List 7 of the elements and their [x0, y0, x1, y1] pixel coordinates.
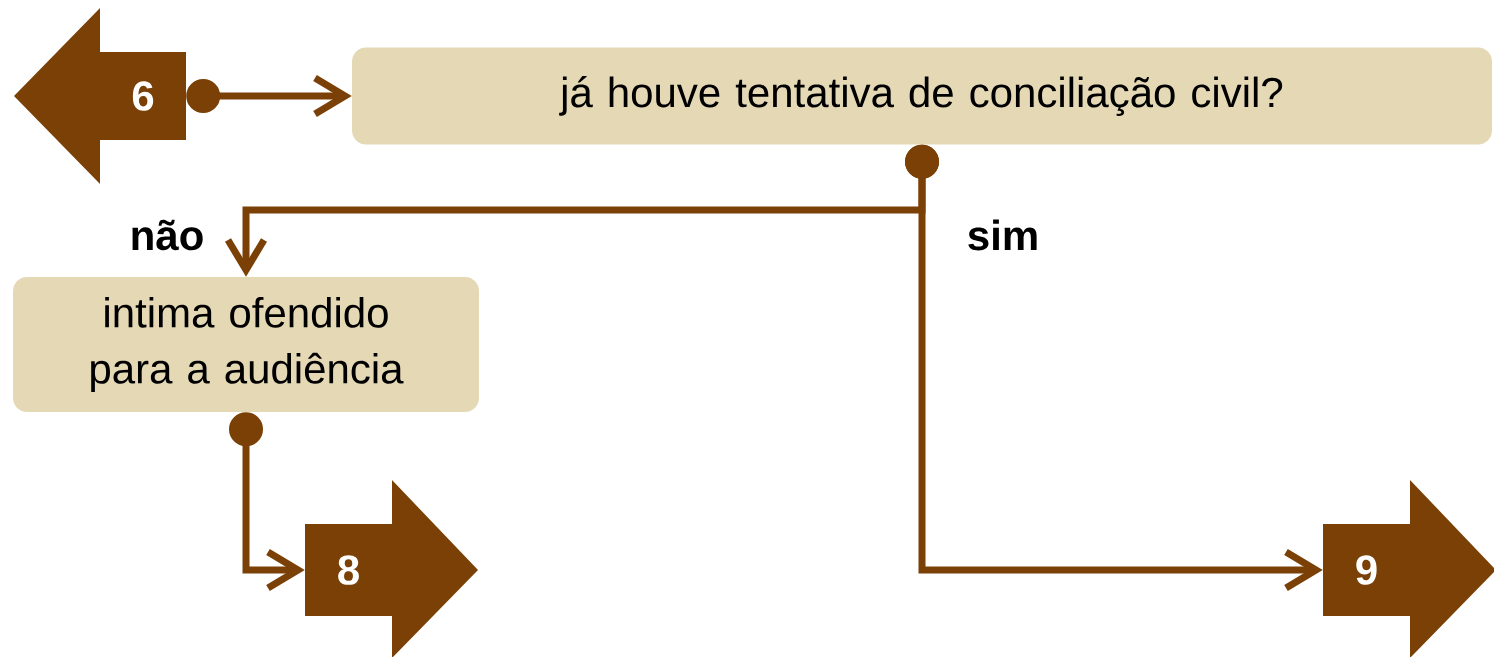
process-box: intima ofendido para a audiência: [13, 277, 479, 412]
process-box: já houve tentativa de conciliação civil?: [352, 47, 1492, 145]
edge-label: não: [132, 219, 203, 251]
connector-arrow: [229, 412, 305, 591]
connector-arrow: [186, 75, 352, 117]
connector-arrow: [905, 144, 1323, 591]
edge-label: sim: [968, 219, 1037, 251]
